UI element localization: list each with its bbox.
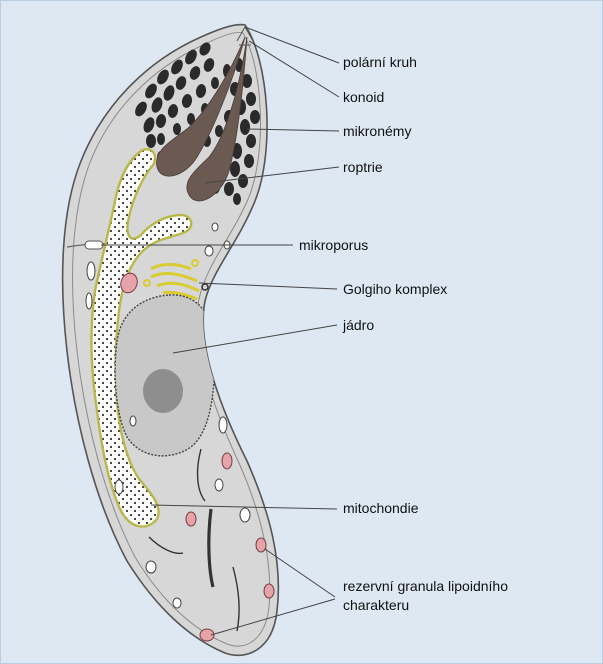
label-micropore: mikroporus: [299, 237, 368, 253]
label-lipid-granules-line2: charakteru: [343, 597, 409, 613]
nucleus: [115, 295, 215, 456]
micropore: [85, 241, 103, 249]
label-rhoptries: roptrie: [343, 159, 383, 175]
label-mitochondrion: mitochondie: [343, 500, 419, 516]
label-lipid-granules-line1: rezervní granula lipoidního: [343, 578, 508, 594]
label-micronemes: mikronémy: [343, 123, 411, 139]
nucleolus: [143, 369, 183, 413]
label-conoid: konoid: [343, 89, 384, 105]
label-nucleus: jádro: [342, 317, 374, 333]
label-polar-ring: polární kruh: [343, 54, 417, 70]
label-golgi: Golgiho komplex: [343, 281, 447, 297]
